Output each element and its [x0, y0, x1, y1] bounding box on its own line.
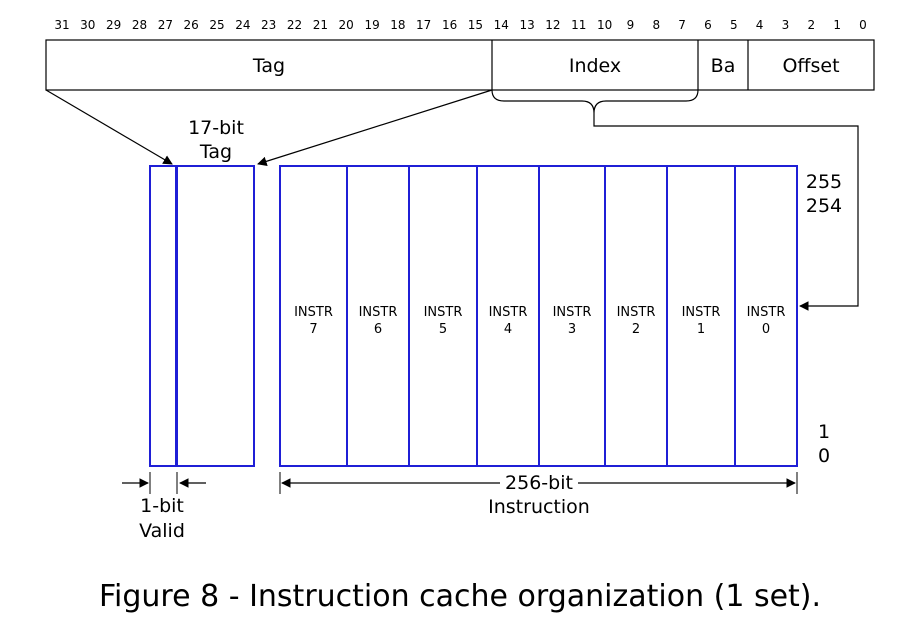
row-label-1: 1: [818, 421, 830, 443]
figure-caption: Figure 8 - Instruction cache organizatio…: [99, 579, 821, 614]
bit-number-24: 24: [235, 18, 250, 32]
tag-array: [176, 165, 255, 467]
bit-number-25: 25: [209, 18, 224, 32]
bit-number-30: 30: [80, 18, 95, 32]
instr-6-name: INSTR: [359, 305, 398, 320]
instr-2-number: 2: [632, 322, 640, 337]
instr-3-name: INSTR: [553, 305, 592, 320]
valid-label-2: Valid: [139, 520, 185, 542]
bit-number-31: 31: [54, 18, 69, 32]
bit-number-12: 12: [545, 18, 560, 32]
instruction-array: INSTR 7 INSTR 6 INSTR 5 INSTR 4 INSTR 3 INSTR 2 INST…: [279, 165, 798, 467]
instr-7-number: 7: [309, 322, 317, 337]
instr-width-label-1: 256-bit: [505, 472, 573, 494]
instr-7-name: INSTR: [294, 305, 333, 320]
bit-number-7: 7: [678, 18, 686, 32]
instr-1-number: 1: [697, 322, 705, 337]
field-offset: Offset: [782, 55, 839, 77]
bit-number-4: 4: [756, 18, 764, 32]
address-register-box: [45, 39, 875, 91]
bit-number-2: 2: [807, 18, 815, 32]
bit-number-14: 14: [494, 18, 509, 32]
bit-number-16: 16: [442, 18, 457, 32]
tag-width-label-1: 17-bit: [188, 117, 244, 139]
bit-number-21: 21: [313, 18, 328, 32]
valid-bit-array: [149, 165, 177, 467]
bit-number-22: 22: [287, 18, 302, 32]
instr-0-number: 0: [762, 322, 770, 337]
bit-number-8: 8: [652, 18, 660, 32]
instr-3-number: 3: [568, 322, 576, 337]
bit-number-20: 20: [339, 18, 354, 32]
instr-1-name: INSTR: [682, 305, 721, 320]
row-label-0: 0: [818, 445, 830, 467]
index-brace: [491, 89, 699, 114]
bit-number-1: 1: [833, 18, 841, 32]
bit-number-6: 6: [704, 18, 712, 32]
instr-5-name: INSTR: [424, 305, 463, 320]
address-register: Tag Index Ba Offset: [45, 39, 875, 91]
instr-5-number: 5: [439, 322, 447, 337]
bit-number-26: 26: [184, 18, 199, 32]
index-pointer-arrow: [593, 113, 859, 311]
field-index: Index: [569, 55, 621, 77]
instr-2-name: INSTR: [617, 305, 656, 320]
bit-number-23: 23: [261, 18, 276, 32]
instr-width-label-2: Instruction: [488, 496, 590, 518]
bit-number-27: 27: [158, 18, 173, 32]
bit-number-0: 0: [859, 18, 867, 32]
tag-right-arrow: [257, 89, 493, 166]
bit-number-10: 10: [597, 18, 612, 32]
row-label-254: 254: [806, 195, 842, 217]
bit-number-18: 18: [390, 18, 405, 32]
bit-number-17: 17: [416, 18, 431, 32]
bit-number-29: 29: [106, 18, 121, 32]
field-tag: Tag: [252, 55, 285, 77]
bit-number-19: 19: [364, 18, 379, 32]
instr-6-number: 6: [374, 322, 382, 337]
bit-number-11: 11: [571, 18, 586, 32]
bit-number-9: 9: [627, 18, 635, 32]
field-ba: Ba: [711, 55, 736, 77]
row-label-255: 255: [806, 171, 842, 193]
bit-number-15: 15: [468, 18, 483, 32]
bit-number-3: 3: [782, 18, 790, 32]
bit-number-5: 5: [730, 18, 738, 32]
bit-number-28: 28: [132, 18, 147, 32]
bit-number-13: 13: [519, 18, 534, 32]
tag-width-label-2: Tag: [199, 141, 232, 163]
valid-label-1: 1-bit: [140, 495, 184, 517]
instr-4-number: 4: [504, 322, 512, 337]
tag-left-arrow: [45, 89, 173, 165]
instr-0-name: INSTR: [747, 305, 786, 320]
instr-4-name: INSTR: [489, 305, 528, 320]
